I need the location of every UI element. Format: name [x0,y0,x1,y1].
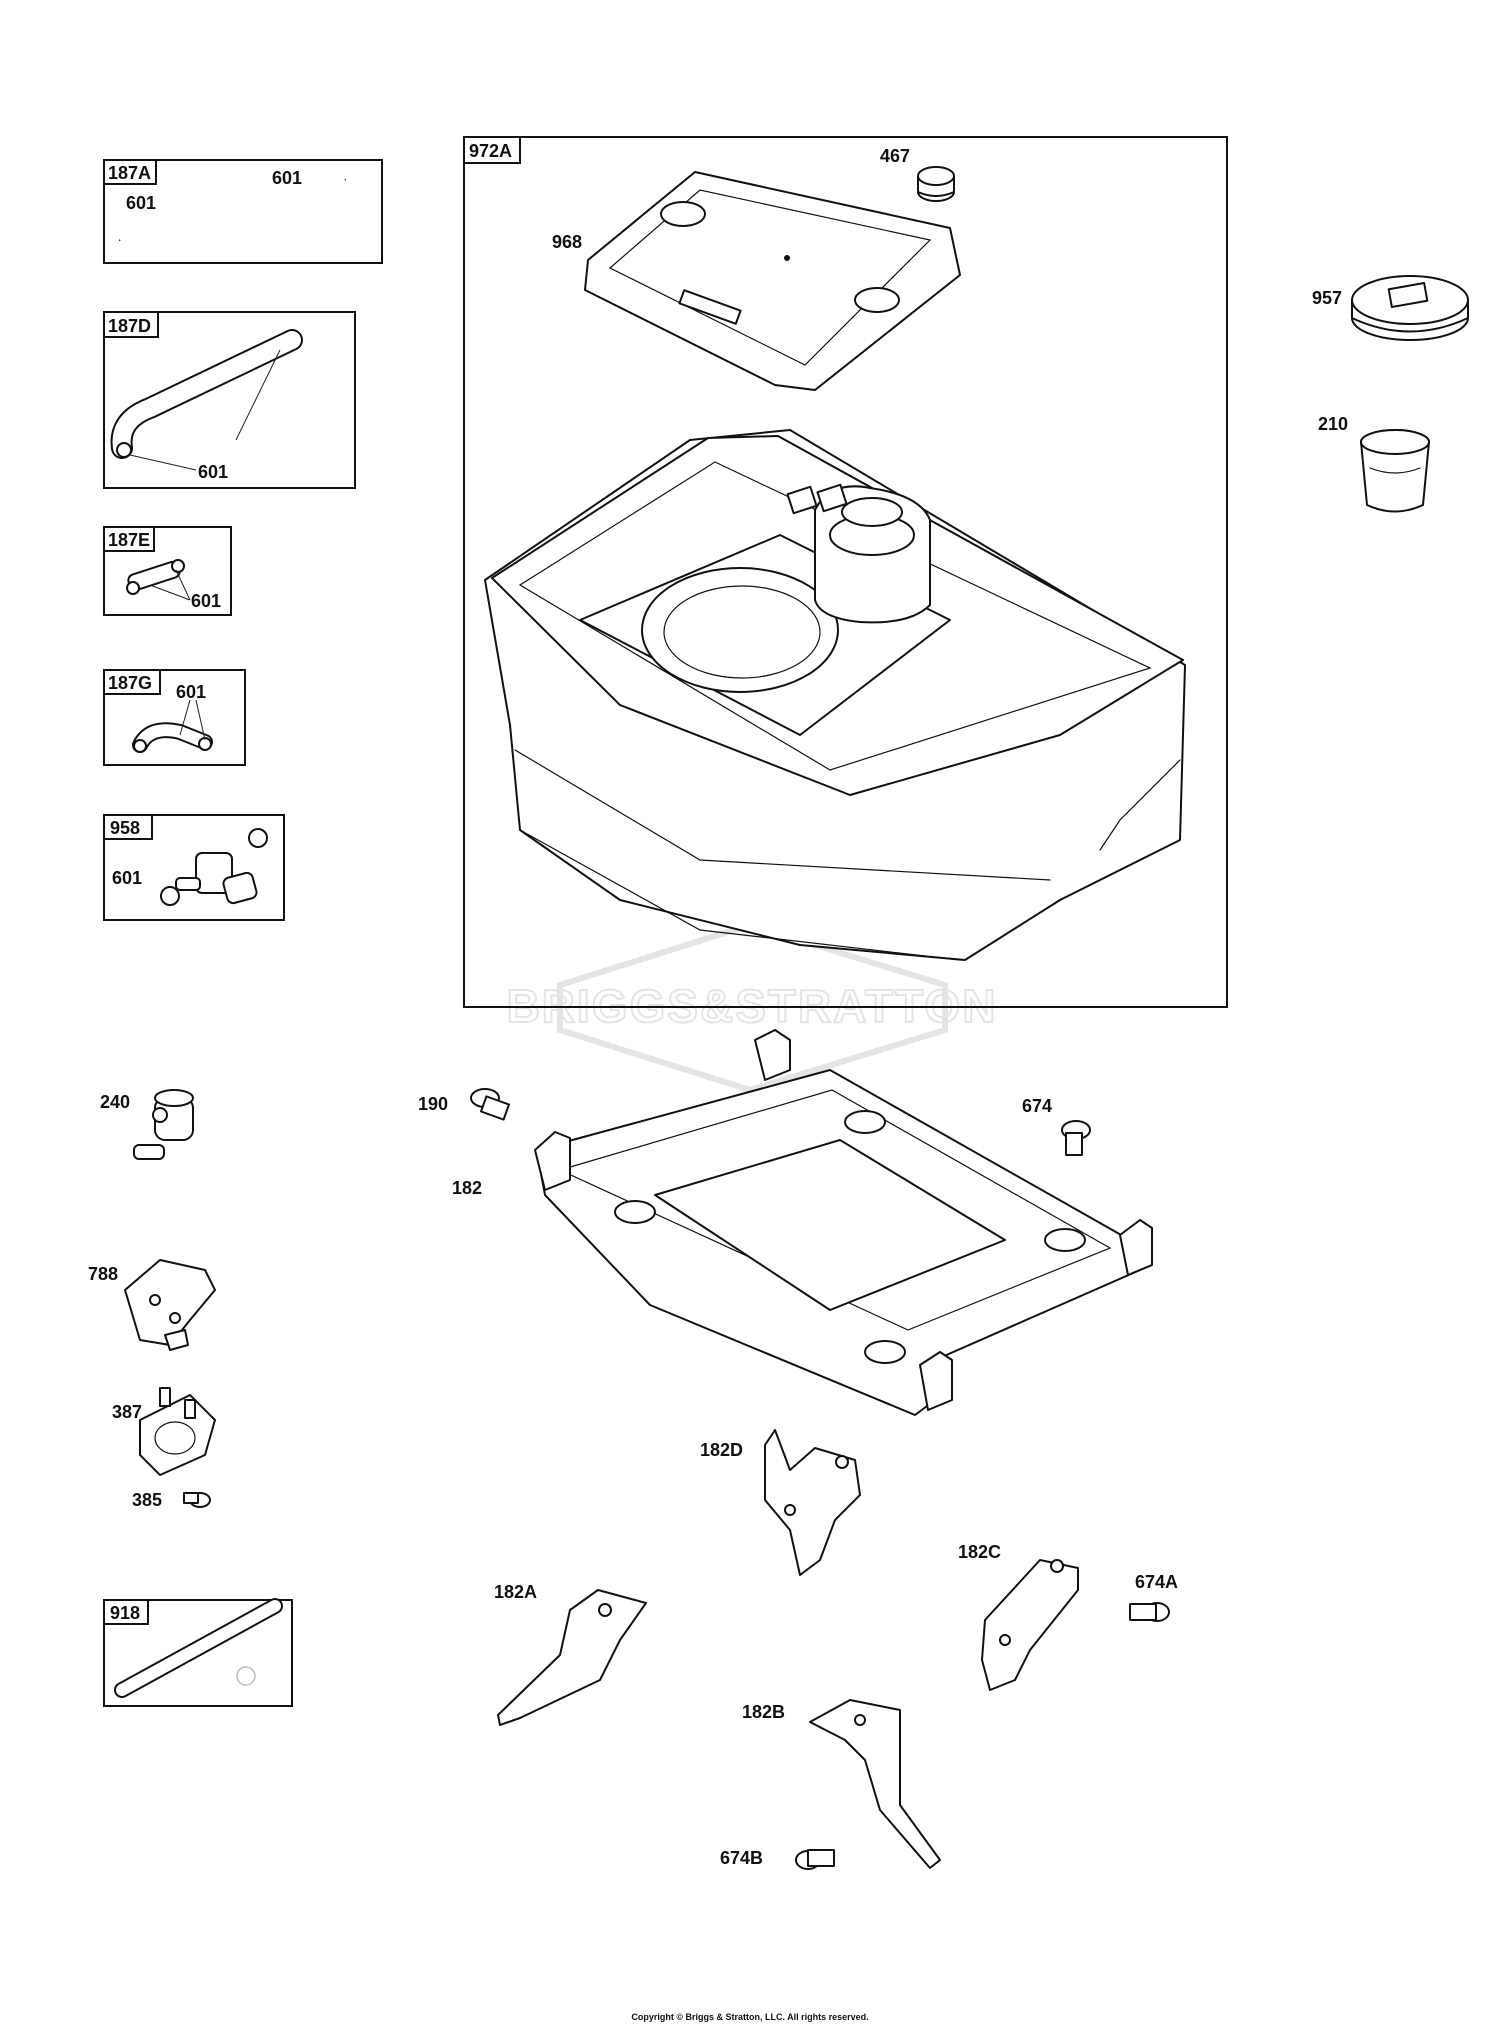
part-958-shutoff-valve [160,828,268,906]
part-fuel-tank [484,429,1186,961]
kit-972A-tag-box [463,136,521,164]
part-674B-bolt [795,1849,835,1870]
kit-187A-tag: 187A [108,163,151,183]
part-182D-bracket [764,1429,861,1576]
callout-210: 210 [1318,414,1348,434]
kit-187G-frame [103,669,246,766]
kit-187A-frame [103,159,383,264]
kit-918: 918 [103,1598,293,1707]
part-190-bolt [470,1088,511,1121]
callout-385: 385 [132,1490,162,1510]
kit-918-frame [103,1599,293,1707]
callout-182D: 182D [700,1440,743,1460]
kit-187D-tag-box [103,311,159,338]
kit-187G-tag: 187G [108,673,152,693]
callout-182A: 182A [494,1582,537,1602]
kit-187E-tag: 187E [108,530,150,550]
clamp-icon [236,1666,256,1686]
kit-972A-frame [463,136,1228,1008]
part-467-cap [917,166,955,202]
part-957-fuel-cap [1351,275,1469,341]
part-182A-bracket [497,1589,647,1726]
kit-187E: 187E 601 [103,526,232,616]
part-182C-bracket [981,1559,1079,1691]
kit-187G: 187G 601 [103,669,246,766]
callout-674B: 674B [720,1848,763,1868]
callout-182B: 182B [742,1702,785,1722]
kit-187A-callout-601-right: 601 [272,168,302,188]
callout-674: 674 [1022,1096,1052,1116]
kit-187A-callout-601-left: 601 [126,193,156,213]
part-182-tank-frame [534,1029,1153,1416]
kit-187A-tag-box [103,159,157,185]
part-387-fuel-pump [139,1387,216,1476]
part-240-fuel-filter [133,1089,194,1160]
kit-187G-callout-601: 601 [176,682,206,702]
kit-958-callout-601: 601 [112,868,142,888]
kit-187D-callout-601: 601 [198,462,228,482]
kit-958-tag: 958 [110,818,140,838]
callout-968: 968 [552,232,582,252]
kit-187A: 187A 601 601 [103,159,383,264]
kit-187E-callout-601: 601 [191,591,221,611]
callout-182C: 182C [958,1542,1001,1562]
kit-958-frame [103,814,285,921]
kit-187D-frame [103,311,356,489]
kit-187G-tag-box [103,669,161,695]
part-968-tank-cover [584,171,961,391]
callout-182: 182 [452,1178,482,1198]
part-674-bolt [1061,1120,1091,1156]
copyright-notice: Copyright © Briggs & Stratton, LLC. All … [631,2012,869,2022]
kit-918-tag: 918 [110,1603,140,1623]
kit-918-tag-box [103,1599,149,1625]
callout-674A: 674A [1135,1572,1178,1592]
callout-957: 957 [1312,288,1342,308]
kit-187E-frame [103,526,232,616]
kit-958: 958 601 [103,814,285,921]
part-788-bracket [124,1259,216,1351]
kit-187E-tag-box [103,526,155,552]
kit-972A: 972A 467 968 [463,136,1228,1008]
callout-240: 240 [100,1092,130,1112]
callout-467: 467 [880,146,910,166]
part-210-strainer [1360,429,1430,513]
part-385-screw [183,1492,211,1508]
callout-788: 788 [88,1264,118,1284]
kit-972A-tag: 972A [469,141,512,161]
part-182B-bracket [809,1699,941,1869]
kit-958-tag-box [103,814,153,840]
kit-187D: 187D 601 [103,311,356,489]
callout-190: 190 [418,1094,448,1114]
kit-187D-tag: 187D [108,316,151,336]
part-674A-bolt [1129,1602,1170,1622]
callout-387: 387 [112,1402,142,1422]
